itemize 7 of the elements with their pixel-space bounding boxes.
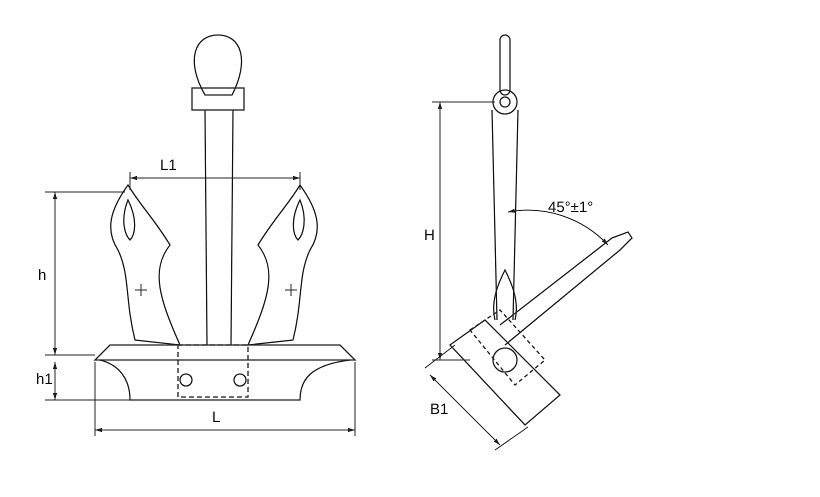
dimension-label: 45°±1° bbox=[548, 200, 594, 216]
dimension-label: H bbox=[424, 228, 435, 244]
dimension-label: L1 bbox=[160, 158, 177, 174]
dimension-label: L bbox=[212, 410, 220, 426]
dimension-label: B1 bbox=[430, 402, 448, 418]
dimension-label: h bbox=[38, 268, 46, 284]
dimension-label: h1 bbox=[36, 372, 53, 388]
